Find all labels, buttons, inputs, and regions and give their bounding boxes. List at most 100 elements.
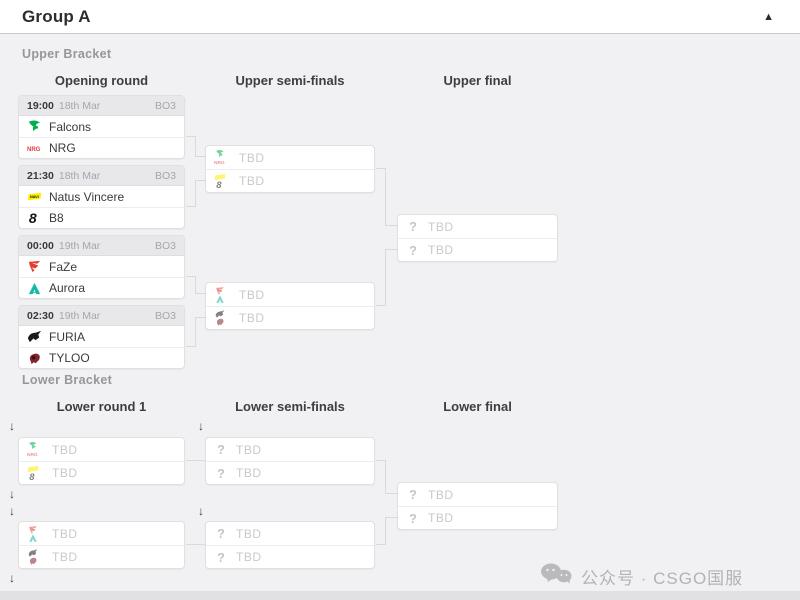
svg-text:8: 8 [216,180,222,190]
aurora-logo [27,281,42,296]
column-header-lower-semi-finals: Lower semi-finals [235,399,345,414]
logo-stack: 8 [27,465,44,482]
match-ub-semifinal-1[interactable]: NRG TBD 8 TBD [205,145,375,193]
svg-text:NAVI: NAVI [30,195,39,199]
tbd-slot: ? TBD [398,506,557,529]
tbd-slot: 8 TBD [19,461,184,484]
match-format: BO3 [154,99,176,112]
furia-logo [27,329,42,344]
connector-line [186,346,196,347]
tbd-label: TBD [428,243,454,257]
match-lb-round1-2[interactable]: TBD TBD [18,521,185,569]
tbd-label: TBD [52,526,78,541]
section-label-lower-bracket: Lower Bracket [22,373,113,387]
logo-stack: NRG [27,441,44,459]
nrg-logo: NRG [27,449,39,459]
logo-stack [27,549,44,565]
aurora-logo [214,294,226,304]
aurora-logo [27,533,39,543]
tbd-label: TBD [428,511,454,525]
tyloo-logo [27,351,42,366]
match-lb-final[interactable]: ? TBD ? TBD [397,482,558,530]
drop-to-lower-arrow-icon: ↓ [9,571,15,585]
connector-line [376,460,386,461]
furia-logo [27,548,39,558]
nrg-logo: NRG [27,141,42,156]
tbd-slot: TBD [206,283,374,306]
team-name: NRG [49,141,76,155]
tyloo-logo [27,556,39,566]
question-icon: ? [409,219,417,234]
match-ub-opening-2[interactable]: 21:30 18th Mar BO3 NAVI Natus Vincere 8 … [18,165,185,229]
match-ub-opening-4[interactable]: 02:30 19th Mar BO3 FURIA TYLOO [18,305,185,369]
match-header: 02:30 19th Mar BO3 [19,306,184,326]
wechat-icon [540,563,572,589]
match-time: 19:00 [27,99,54,112]
connector-line [385,168,386,226]
connector-line [386,517,398,518]
team-row: NAVI Natus Vincere [19,186,184,207]
match-date: 18th Mar [58,169,101,182]
connector-line [195,317,196,347]
furia-logo [214,309,226,319]
b8-logo: 8 [214,180,226,190]
tbd-label: TBD [236,442,262,457]
match-lb-round1-1[interactable]: NRG TBD 8 TBD [18,437,185,485]
team-row: Aurora [19,277,184,298]
team-name: B8 [49,211,64,225]
logo-stack: 8 [214,173,231,190]
connector-line [186,460,206,461]
question-icon: ? [217,442,225,457]
connector-line [186,206,196,207]
match-date: 19th Mar [58,239,101,252]
connector-line [376,544,386,545]
tbd-label: TBD [52,466,78,480]
match-ub-final[interactable]: ? TBD ? TBD [397,214,558,262]
tbd-slot: ? TBD [398,238,557,261]
logo-stack [214,286,231,304]
match-date: 18th Mar [58,99,101,112]
column-header-opening-round: Opening round [54,73,149,88]
faze-logo [27,525,39,535]
match-ub-opening-3[interactable]: 00:00 19th Mar BO3 FaZe Aurora [18,235,185,299]
team-row: FaZe [19,256,184,277]
team-row: NRG NRG [19,137,184,158]
connector-line [386,225,398,226]
tbd-label: TBD [428,487,454,502]
falcons-logo [27,441,39,451]
collapse-button[interactable]: ▲ [759,9,778,25]
connector-line [196,293,206,294]
column-header-upper-semi-finals: Upper semi-finals [235,73,345,88]
connector-line [195,276,196,294]
tbd-slot: ? TBD [398,215,557,238]
column-header-upper-final: Upper final [443,73,512,88]
connector-line [385,249,386,306]
match-lb-semifinal-1[interactable]: ? TBD ? TBD [205,437,375,485]
question-icon: ? [409,510,417,526]
bottom-strip [0,591,800,600]
connector-line [196,180,206,181]
drop-to-lower-arrow-icon: ↓ [9,419,15,433]
question-icon: ? [217,465,225,481]
column-header-lower-round-1: Lower round 1 [56,399,147,414]
match-time: 00:00 [27,239,54,252]
section-label-upper-bracket: Upper Bracket [22,47,112,61]
match-ub-opening-1[interactable]: 19:00 18th Mar BO3 Falcons NRG NRG [18,95,185,159]
drop-to-lower-arrow-icon: ↓ [198,504,204,518]
match-header: 21:30 18th Mar BO3 [19,166,184,186]
tbd-slot: NRG TBD [206,146,374,169]
tbd-slot: NRG TBD [19,438,184,461]
drop-to-lower-arrow-icon: ↓ [198,419,204,433]
connector-line [196,156,206,157]
svg-text:8: 8 [29,472,35,482]
match-lb-semifinal-2[interactable]: ? TBD ? TBD [205,521,375,569]
tbd-label: TBD [428,219,454,234]
match-date: 19th Mar [58,309,101,322]
match-header: 19:00 18th Mar BO3 [19,96,184,116]
match-ub-semifinal-2[interactable]: TBD TBD [205,282,375,330]
logo-stack [214,310,231,326]
connector-line [196,317,206,318]
group-header-bar[interactable]: Group A ▲ [0,0,800,34]
tbd-label: TBD [239,150,265,165]
